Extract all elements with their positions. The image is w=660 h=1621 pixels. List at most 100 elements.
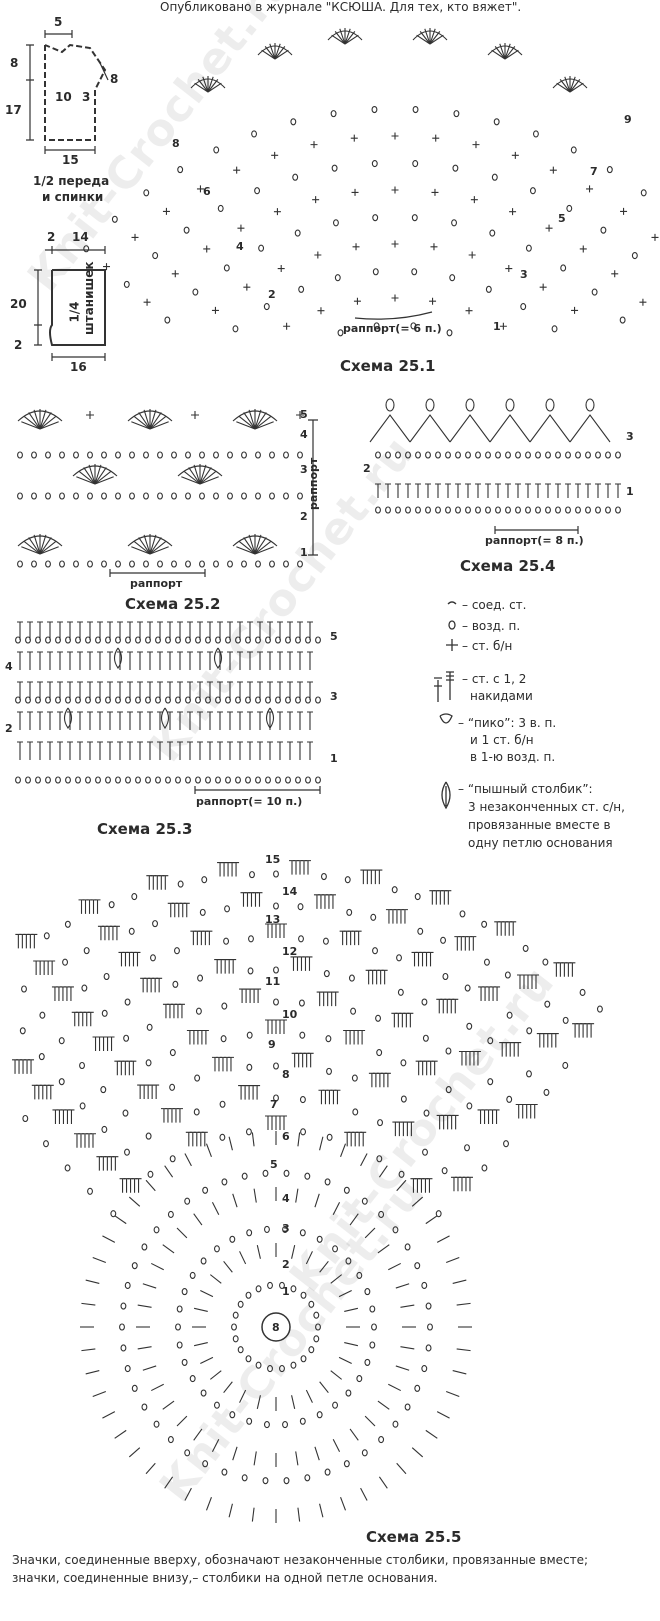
stitch [615,483,621,498]
stitch [89,1133,96,1148]
chain-stitch [185,560,191,568]
stitch [307,711,313,730]
stitch [595,483,601,498]
row-number: 8 [172,137,180,150]
stitch [177,651,183,670]
stitch [462,936,469,951]
stitch [540,1032,547,1048]
chain-stitch [171,560,177,568]
stitch [503,1042,510,1057]
chain-stitch [619,316,626,324]
stitch [144,977,151,993]
stitch [481,1109,488,1124]
stitch [238,1085,245,1100]
stitch [431,1060,438,1076]
stitch [127,651,133,670]
chain-stitch [39,1011,46,1019]
shell-arc [552,78,588,89]
radial-stitch [349,1213,359,1226]
row-number: 5 [558,212,566,225]
repeat-label: раппорт [130,577,183,590]
single-crochet [468,251,476,259]
radial-stitch [338,1290,352,1298]
row-number: 4 [282,1192,290,1205]
chain-stitch [485,451,491,459]
stitch [307,741,313,760]
pattern-label: штанишек [82,261,96,335]
shell-stitch [261,49,276,60]
shell-arc [72,465,118,477]
radial-stitch [137,1346,152,1350]
stitch [433,890,440,905]
stitch [37,741,43,760]
radial-stitch [209,1274,222,1284]
chain-stitch [565,451,571,459]
chain-stitch [264,1421,270,1429]
stitch [157,651,163,670]
shell-stitch [207,82,222,93]
dim-label: 15 [62,153,79,167]
stitch [572,1023,579,1038]
chain-stitch [119,1323,125,1331]
stitch [127,711,133,730]
stitch [242,1085,249,1100]
chain-stitch [422,1148,428,1156]
row-number: 8 [282,1068,290,1081]
chain-stitch [251,130,258,138]
stitch [148,977,155,993]
chain-stitch [425,1344,432,1352]
stitch [127,1178,134,1193]
stitch [489,1109,496,1124]
stitch [131,1178,138,1193]
stitch [134,951,141,967]
chain-stitch [175,1323,181,1331]
stitch [376,1072,383,1088]
radial-stitch [200,1356,214,1364]
chain-stitch [43,1140,49,1148]
radial-stitch [256,1395,261,1410]
radial-stitch [151,1262,164,1271]
radial-stitch [340,1496,347,1511]
stitch [168,1108,175,1123]
chain-stitch [265,776,271,784]
chain-stitch [45,492,51,500]
stitch [237,681,243,700]
stitch [269,1019,275,1034]
shell-stitch [21,546,41,555]
shell-stitch [199,467,212,485]
chain-stitch [446,329,453,337]
chain-stitch [295,776,301,784]
stitch [17,681,23,700]
stitch [490,986,497,1001]
chain-stitch [223,264,230,272]
stitch [37,711,43,730]
chain-stitch [201,876,208,884]
shell-stitch [23,416,41,430]
stitch [113,925,120,941]
row-number: 2 [363,462,371,475]
chain-stitch [65,776,71,784]
chain-stitch [326,1067,332,1075]
chain-stitch [487,1078,494,1086]
stitch [445,483,451,498]
chain-stitch [442,972,449,981]
chain-stitch [378,1435,385,1444]
chain-stitch [185,492,191,500]
chain-stitch [343,1186,350,1194]
chain-stitch [404,1243,411,1251]
radial-stitch [452,1370,467,1375]
chain-stitch [412,160,419,168]
chain-stitch [101,492,107,500]
stitch [251,988,258,1004]
stitch [127,741,133,760]
double-crochet-icon [434,677,442,702]
stitch [419,1060,426,1076]
chain-stitch [245,1128,252,1136]
chain-stitch [371,160,378,168]
radial-stitch [176,1227,188,1239]
chain-stitch [269,451,275,459]
stitch [458,936,465,951]
radial-stitch [377,1244,390,1254]
chain-stitch [199,560,205,568]
stitch [100,1036,107,1051]
